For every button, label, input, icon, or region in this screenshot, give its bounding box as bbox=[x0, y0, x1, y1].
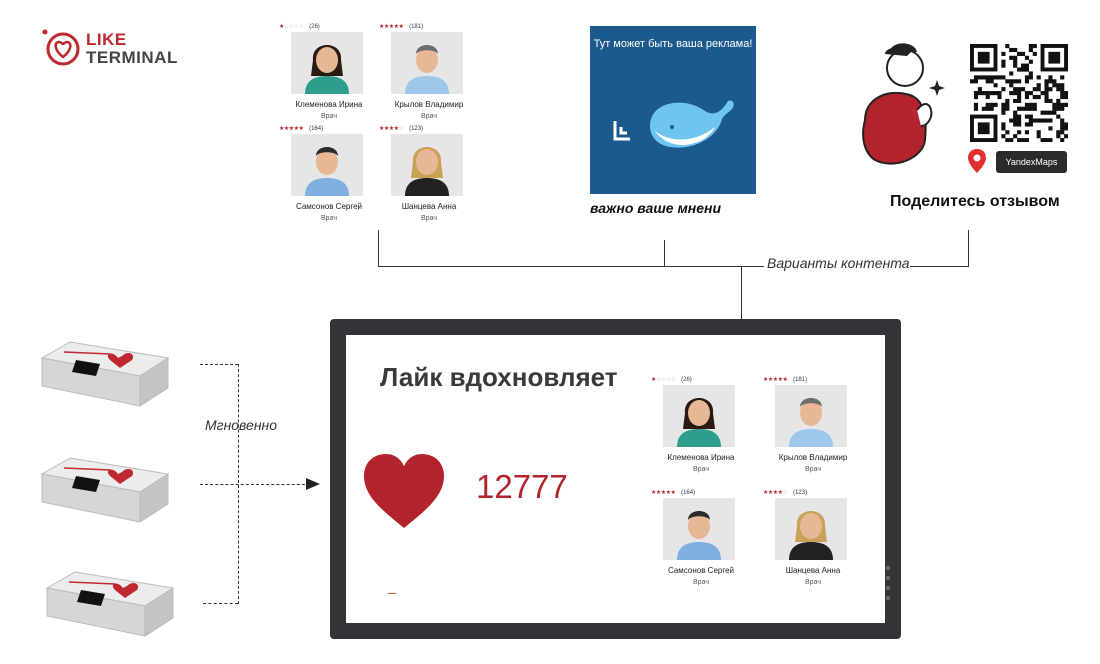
rating-count: (26) bbox=[309, 24, 320, 30]
rating: ★★★★☆ (123) bbox=[379, 124, 423, 134]
rating: ★☆☆☆☆ (26) bbox=[279, 22, 320, 32]
instant-label: Мгновенно bbox=[205, 417, 278, 433]
ad-text: Тут может быть ваша реклама! bbox=[593, 38, 753, 50]
logo-line1: LIKE bbox=[86, 30, 127, 49]
doctor-role: Врач bbox=[321, 215, 337, 222]
rating-count: (181) bbox=[409, 24, 424, 30]
doctor-role: Врач bbox=[421, 215, 437, 222]
doctor-photo bbox=[775, 498, 847, 560]
dash-bottom bbox=[203, 603, 238, 604]
doctor-name: Клеменова Ирина bbox=[667, 453, 735, 462]
ad-caption: важно ваше мнени bbox=[590, 200, 722, 216]
doctor-photo bbox=[775, 385, 847, 447]
rating-count: (164) bbox=[681, 490, 696, 496]
doctor-photo bbox=[291, 32, 363, 94]
doctor-role: Врач bbox=[805, 579, 821, 586]
qr-code bbox=[970, 44, 1068, 142]
star-rating-icon: ★★★★☆ bbox=[763, 490, 788, 496]
rating-count: (26) bbox=[681, 377, 692, 383]
logo-line2: TERMINAL bbox=[86, 48, 178, 67]
logo: LIKE TERMINAL bbox=[42, 28, 177, 72]
doctor-role: Врач bbox=[421, 113, 437, 120]
doctor-role: Врач bbox=[321, 113, 337, 120]
doctor-name: Крылов Владимир bbox=[778, 453, 848, 462]
connector-bar-left bbox=[378, 266, 764, 267]
doctor-role: Врач bbox=[805, 466, 821, 473]
like-terminal-device bbox=[45, 570, 175, 640]
screen-headline: Лайк вдохновляет bbox=[380, 362, 618, 392]
connector-left bbox=[378, 230, 379, 267]
ad-banner: Тут может быть ваша реклама! bbox=[590, 26, 756, 194]
like-terminal-device bbox=[40, 340, 170, 410]
star-rating-icon: ★★★★★ bbox=[379, 24, 404, 30]
doctor-role: Врач bbox=[693, 579, 709, 586]
rating: ★★★★★ (164) bbox=[279, 124, 323, 134]
content-variants-label: Варианты контента bbox=[767, 255, 910, 271]
like-counter: 12777 bbox=[476, 468, 568, 505]
rating-count: (181) bbox=[793, 377, 808, 383]
doctor-photo bbox=[663, 498, 735, 560]
map-pin-icon bbox=[968, 149, 986, 173]
connector-right bbox=[968, 230, 969, 267]
doctor-photo bbox=[291, 134, 363, 196]
rating: ★★★★★ (181) bbox=[379, 22, 423, 32]
rating: ★★★★★ (181) bbox=[763, 375, 807, 385]
doctor-name: Шанцева Анна bbox=[401, 202, 457, 211]
doctor-photo bbox=[391, 32, 463, 94]
red-mark bbox=[388, 593, 396, 594]
doctor-role: Врач bbox=[693, 466, 709, 473]
rating-count: (164) bbox=[309, 126, 324, 132]
heart-outline-icon bbox=[42, 29, 80, 66]
star-rating-icon: ★★★★★ bbox=[651, 490, 676, 496]
share-review-label: Поделитесь отзывом bbox=[890, 193, 1060, 210]
doctor-name: Шанцева Анна bbox=[785, 566, 841, 575]
dash-arrow-line bbox=[200, 484, 310, 485]
star-rating-icon: ★★★★☆ bbox=[379, 126, 404, 132]
rating: ★☆☆☆☆ (26) bbox=[651, 375, 692, 385]
star-rating-icon: ★☆☆☆☆ bbox=[651, 377, 676, 383]
arrow-right-icon bbox=[306, 478, 320, 490]
yandex-maps-badge: YandexMaps bbox=[996, 151, 1067, 173]
doctor-name: Самсонов Сергей bbox=[295, 202, 363, 211]
star-rating-icon: ★★★★★ bbox=[763, 377, 788, 383]
rating: ★★★★★ (164) bbox=[651, 488, 695, 498]
star-rating-icon: ★★★★★ bbox=[279, 126, 304, 132]
doctor-name: Крылов Владимир bbox=[394, 100, 464, 109]
dash-top bbox=[200, 364, 238, 365]
doctor-photo bbox=[663, 385, 735, 447]
rating: ★★★★☆ (123) bbox=[763, 488, 807, 498]
like-terminal-device bbox=[40, 456, 170, 526]
connector-down bbox=[741, 266, 742, 358]
whale-icon bbox=[613, 100, 734, 148]
heart-icon bbox=[364, 454, 444, 528]
doctor-name: Самсонов Сергей bbox=[667, 566, 735, 575]
star-rating-icon: ★☆☆☆☆ bbox=[279, 24, 304, 30]
connector-mid bbox=[664, 240, 665, 267]
monitor-buttons bbox=[886, 566, 892, 618]
connector-bar-right bbox=[896, 266, 969, 267]
doctor-name: Клеменова Ирина bbox=[295, 100, 363, 109]
rating-count: (123) bbox=[409, 126, 424, 132]
person-thumbs-up-illustration bbox=[862, 43, 945, 165]
rating-count: (123) bbox=[793, 490, 808, 496]
doctor-photo bbox=[391, 134, 463, 196]
